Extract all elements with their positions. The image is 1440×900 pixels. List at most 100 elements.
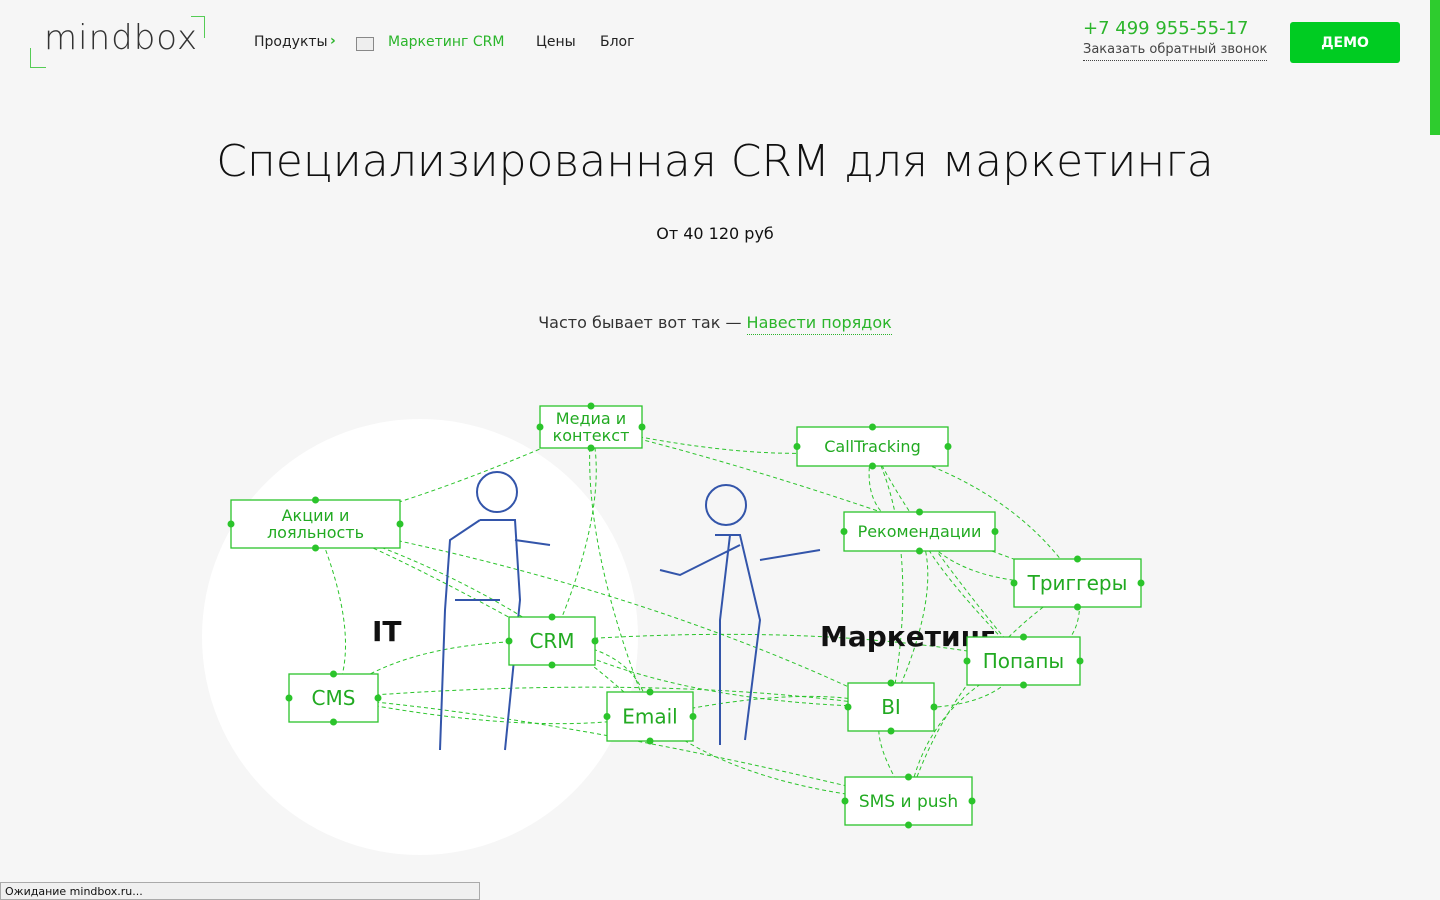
node-label: Email (622, 705, 678, 729)
connector-dot (1137, 579, 1145, 587)
state-toggle: Часто бывает вот так — Навести порядок (0, 313, 1430, 335)
demo-button[interactable]: ДЕМО (1290, 22, 1400, 63)
connector-dot (1076, 657, 1084, 665)
connector-dot (916, 508, 923, 516)
nav-blog[interactable]: Блог (600, 34, 635, 50)
status-bar: Ожидание mindbox.ru... (0, 882, 480, 900)
diagram-node: BI (844, 679, 938, 735)
connector-dot (916, 547, 923, 555)
connector-dot (1020, 633, 1027, 641)
node-box (1013, 558, 1142, 608)
connector-dot (374, 694, 382, 702)
diagram-node: CRM (505, 613, 599, 669)
chevron-right-icon: › (330, 33, 336, 49)
connection-line (872, 446, 904, 708)
connector-dot (330, 718, 337, 726)
node-label: Рекомендации (858, 522, 982, 541)
connection-line (590, 426, 1078, 584)
node-label: CMS (312, 686, 356, 710)
group-label-marketing: Маркетинг (820, 620, 995, 653)
diagram-node: Email (603, 688, 697, 745)
node-label: SMS и push (859, 792, 958, 812)
connection-line (649, 695, 892, 717)
connection-line (315, 426, 592, 525)
diagram-node: SMS и push (841, 773, 976, 829)
node-box (288, 673, 379, 723)
connector-dot (330, 670, 337, 678)
nav-marketing-crm[interactable]: Маркетинг CRM (388, 34, 505, 50)
node-box (843, 511, 996, 552)
node-label: BI (881, 695, 901, 719)
connector-dot (505, 637, 513, 645)
connector-dot (548, 661, 556, 669)
diagram-node: Триггеры (1010, 555, 1145, 611)
connector-dot (840, 528, 848, 535)
connector-dot (587, 444, 595, 452)
nav-prices[interactable]: Цены (536, 34, 576, 50)
mindbox-logo[interactable]: mindbox (30, 16, 205, 68)
connector-dot (1074, 555, 1081, 563)
connector-dot (312, 544, 319, 552)
node-label: Триггеры (1027, 571, 1128, 595)
group-label-it: IT (372, 615, 402, 648)
node-label: Попапы (983, 649, 1064, 673)
connector-dot (869, 423, 876, 431)
page-title: Специализированная CRM для маркетинга (216, 136, 1214, 187)
connector-dot (793, 443, 801, 450)
connection-line (315, 523, 892, 708)
diagram-node: Рекомендации (840, 508, 999, 555)
connector-dot (1020, 681, 1027, 689)
connector-dot (930, 703, 938, 711)
connector-dot (991, 528, 999, 535)
connector-dot (1010, 579, 1018, 587)
connector-dot (887, 679, 895, 687)
connector-dot (1074, 603, 1081, 611)
connector-dot (603, 713, 611, 720)
nav-products[interactable]: Продукты (254, 34, 328, 50)
connector-dot (844, 703, 852, 711)
connection-line (333, 686, 892, 708)
crm-product-icon (356, 37, 374, 51)
price: От 40 120 руб (656, 224, 774, 243)
connector-dot (689, 713, 697, 720)
connector-dot (841, 797, 849, 805)
connector-dot (227, 520, 235, 528)
connector-dot (968, 797, 976, 805)
connection-line (333, 697, 909, 802)
connector-dot (869, 462, 876, 470)
connector-dot (887, 727, 895, 735)
connector-dot (646, 737, 654, 745)
node-box (508, 616, 596, 666)
connector-dot (905, 773, 912, 781)
connector-dot (638, 423, 646, 431)
tidy-up-link[interactable]: Навести порядок (746, 313, 892, 335)
connector-dot (396, 520, 404, 528)
connection-line (551, 633, 1024, 662)
connection-line (333, 697, 651, 725)
diagram-node: Попапы (963, 633, 1084, 689)
phone-number[interactable]: +7 499 955-55-17 (1083, 18, 1249, 39)
it-person-illustration (439, 471, 551, 751)
diagram-node: CallTracking (793, 423, 952, 470)
connector-dot (905, 821, 912, 829)
callback-link[interactable]: Заказать обратный звонок (1083, 42, 1268, 61)
marketing-person-illustration (659, 484, 821, 745)
scrollbar[interactable] (1430, 0, 1440, 135)
connector-dot (944, 443, 952, 450)
connector-dot (963, 657, 971, 665)
node-label: CallTracking (824, 437, 920, 456)
connection-line (551, 426, 597, 642)
diagram-node: CMS (285, 670, 382, 726)
node-label: CRM (529, 629, 574, 653)
connection-line (589, 426, 651, 717)
connector-dot (312, 496, 319, 504)
connector-dot (536, 423, 544, 431)
connector-dot (591, 637, 599, 645)
connector-dot (646, 688, 654, 696)
connector-dot (285, 694, 293, 702)
